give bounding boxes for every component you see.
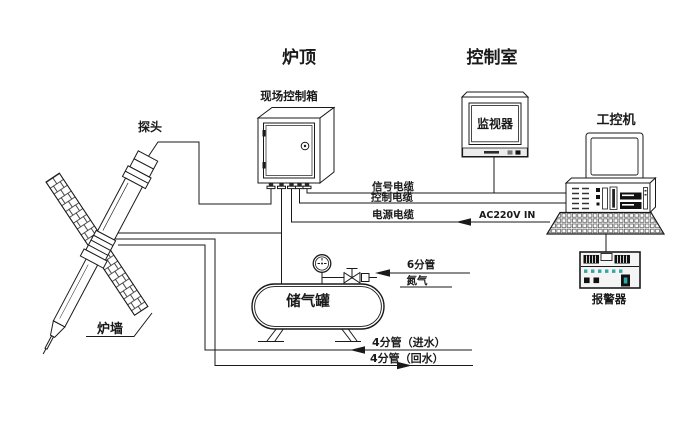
label-nitrogen: 氮气 bbox=[407, 274, 428, 287]
probe-signal-cable bbox=[147, 141, 272, 205]
door-hinge-bottom bbox=[262, 162, 266, 169]
monitor-panel-button2 bbox=[515, 150, 521, 155]
tank-legs bbox=[258, 327, 361, 342]
industrial-pc bbox=[545, 132, 666, 235]
label-furnace-wall: 炉墙 bbox=[97, 321, 123, 337]
monitor-screen bbox=[471, 105, 519, 143]
pipe-nipple bbox=[361, 273, 370, 282]
zone-label-furnace-top: 炉顶 bbox=[282, 47, 316, 68]
label-control-cable: 控制电缆 bbox=[371, 191, 413, 204]
label-display-monitor: 监视器 bbox=[477, 116, 514, 131]
tank-body-inner bbox=[254, 286, 382, 327]
water-out-arrow bbox=[397, 361, 412, 370]
gas-tank bbox=[251, 254, 385, 342]
label-signal-cable: 信号电缆 bbox=[372, 180, 414, 193]
alarm-unit bbox=[579, 251, 641, 289]
alarm-button1 bbox=[584, 277, 590, 284]
door-knob-dot bbox=[303, 144, 307, 148]
alarm-speaker-left bbox=[583, 255, 599, 264]
label-ac-in: AC220V IN bbox=[479, 210, 535, 221]
alarm-indicator-leds bbox=[584, 269, 623, 273]
monitor-panel-slot bbox=[484, 151, 499, 154]
tank-body bbox=[251, 283, 385, 330]
pc-crt-screen bbox=[590, 137, 639, 176]
control-box-side bbox=[319, 106, 335, 185]
tank-outlet-pipe bbox=[321, 277, 377, 284]
cable-glands bbox=[266, 183, 312, 190]
water-inlet-pipe bbox=[118, 244, 472, 351]
label-field-control-box: 现场控制箱 bbox=[260, 89, 318, 103]
pc-case-top bbox=[564, 177, 657, 184]
label-water-out: 4分管（回水） bbox=[370, 351, 444, 365]
pc-case-side bbox=[649, 176, 656, 214]
label-nitrogen-pipe-size: 6分管 bbox=[407, 258, 436, 271]
pressure-gauge bbox=[312, 254, 332, 277]
nitrogen-arrow bbox=[375, 269, 390, 277]
label-industrial-pc: 工控机 bbox=[596, 112, 635, 128]
monitor-bezel bbox=[468, 102, 522, 145]
signal-cable-line bbox=[306, 187, 566, 194]
control-box-door bbox=[263, 122, 315, 179]
control-box-door-inner bbox=[265, 125, 313, 176]
label-alarm: 报警器 bbox=[592, 292, 627, 306]
alarm-speaker-right bbox=[614, 255, 630, 264]
valve bbox=[343, 268, 361, 284]
alarm-switch-dot bbox=[623, 277, 628, 284]
alarm-speaker-left-stripes bbox=[586, 255, 596, 263]
water-return-pipe bbox=[114, 238, 473, 366]
control-cable-line bbox=[299, 187, 566, 204]
label-gas-tank: 储气罐 bbox=[286, 292, 330, 310]
monitor-top bbox=[460, 91, 530, 98]
zone-label-control-room: 控制室 bbox=[467, 47, 518, 68]
furnace-wall-leader-line bbox=[86, 312, 153, 337]
alarm-button2 bbox=[593, 277, 600, 284]
monitor-panel-button1 bbox=[507, 150, 513, 155]
probe bbox=[42, 150, 159, 355]
label-probe: 探头 bbox=[138, 119, 162, 134]
pc-case-details bbox=[572, 186, 648, 210]
door-hinge-top bbox=[262, 130, 266, 137]
label-power-cable: 电源电缆 bbox=[372, 208, 414, 221]
field-control-box bbox=[256, 106, 336, 190]
display-monitor bbox=[460, 91, 530, 158]
alarm-speaker-right-stripes bbox=[617, 255, 627, 263]
pc-keyboard bbox=[545, 211, 666, 235]
alarm-top-slot bbox=[600, 253, 613, 261]
water-in-arrow bbox=[350, 346, 365, 354]
label-water-in: 4分管（进水） bbox=[372, 335, 446, 349]
ac-in-arrow bbox=[456, 218, 471, 226]
